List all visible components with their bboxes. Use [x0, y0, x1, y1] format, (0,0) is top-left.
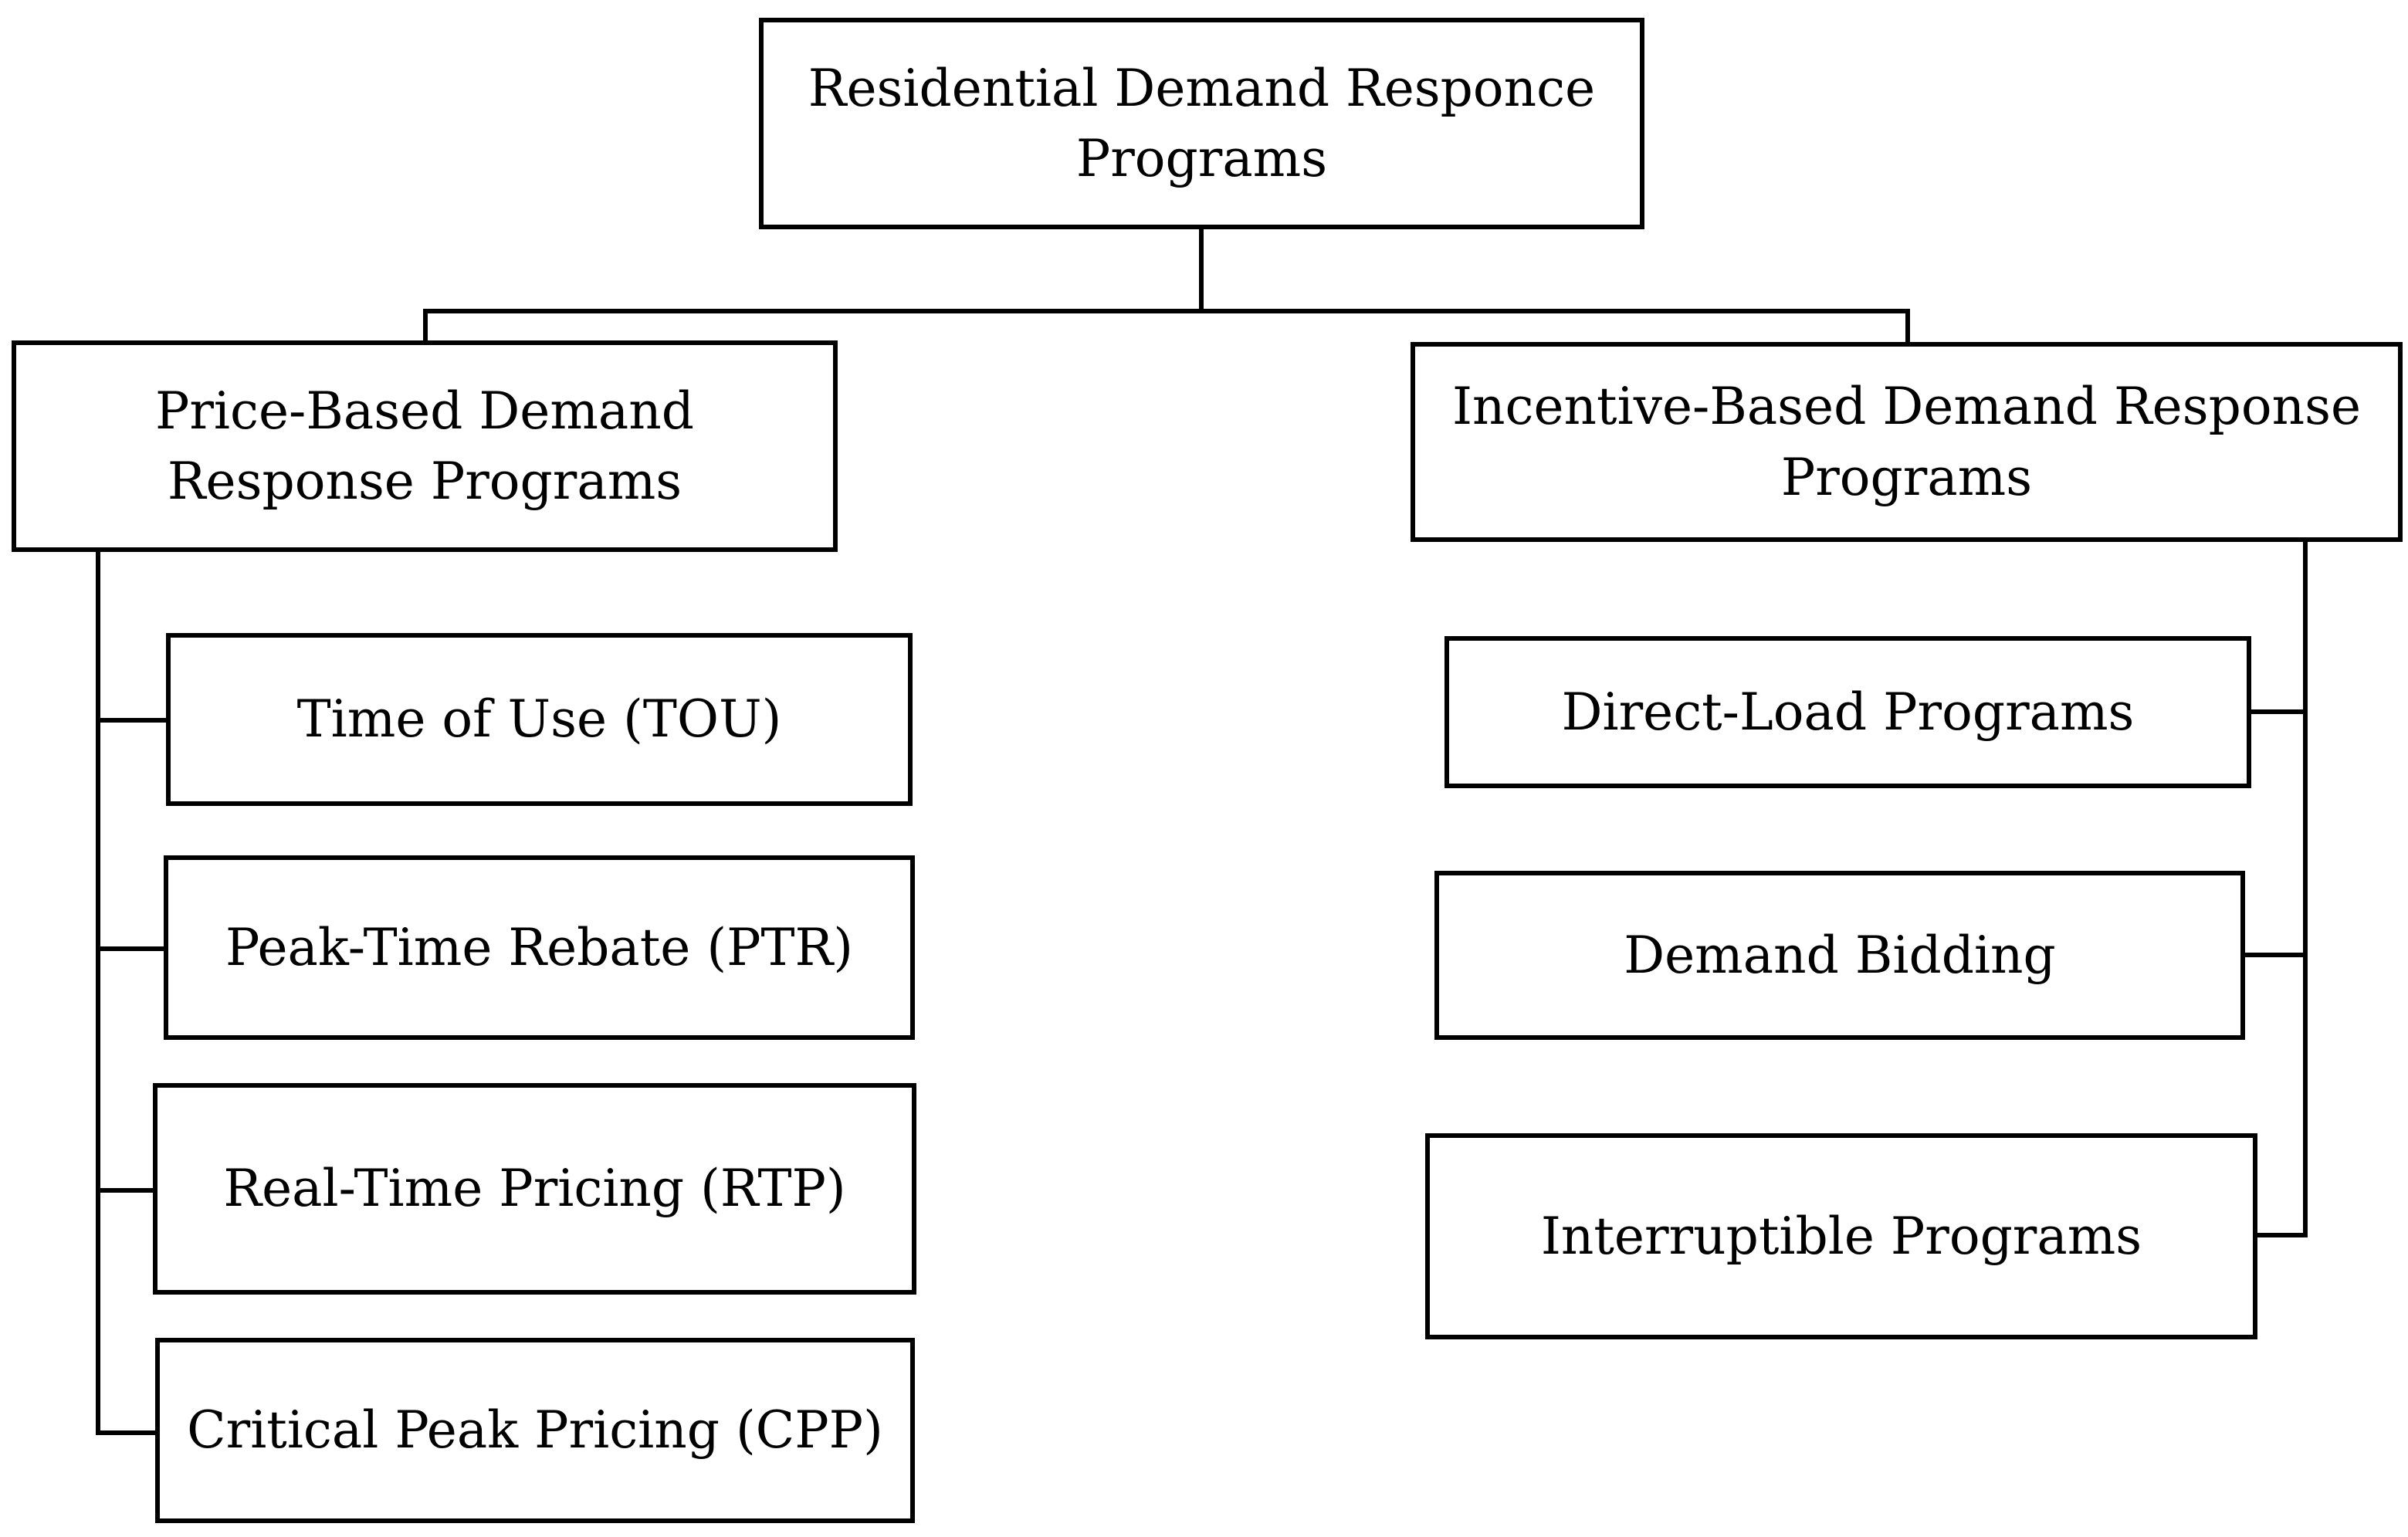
branch-bus-connector [423, 309, 1910, 344]
time-of-use-label: Time of Use (TOU) [296, 689, 782, 750]
peak-time-rebate-node: Peak-Time Rebate (PTR) [164, 855, 915, 1040]
time-of-use-node: Time of Use (TOU) [166, 633, 913, 806]
real-time-pricing-label: Real-Time Pricing (RTP) [223, 1159, 846, 1219]
price-based-node-label: Price-Based Demand Response Programs [154, 381, 695, 511]
peak-time-rebate-label: Peak-Time Rebate (PTR) [225, 917, 853, 977]
critical-peak-pricing-node: Critical Peak Pricing (CPP) [155, 1338, 915, 1523]
root-node-label: Residential Demand Responce Programs [808, 58, 1596, 188]
demand-bidding-label: Demand Bidding [1624, 925, 2056, 985]
root-node: Residential Demand Responce Programs [759, 18, 1644, 229]
demand-bidding-node: Demand Bidding [1434, 871, 2245, 1040]
incentive-based-node: Incentive-Based Demand Response Programs [1411, 342, 2403, 542]
interruptible-programs-node: Interruptible Programs [1425, 1133, 2257, 1339]
incentive-based-spine [2253, 540, 2308, 1237]
real-time-pricing-node: Real-Time Pricing (RTP) [153, 1083, 916, 1295]
direct-load-label: Direct-Load Programs [1561, 682, 2135, 742]
direct-load-node: Direct-Load Programs [1444, 636, 2251, 788]
interruptible-programs-label: Interruptible Programs [1540, 1206, 2142, 1266]
critical-peak-pricing-label: Critical Peak Pricing (CPP) [187, 1400, 883, 1461]
price-based-node: Price-Based Demand Response Programs [12, 340, 838, 552]
incentive-based-node-label: Incentive-Based Demand Response Programs [1451, 377, 2362, 507]
price-based-spine [96, 550, 160, 1435]
